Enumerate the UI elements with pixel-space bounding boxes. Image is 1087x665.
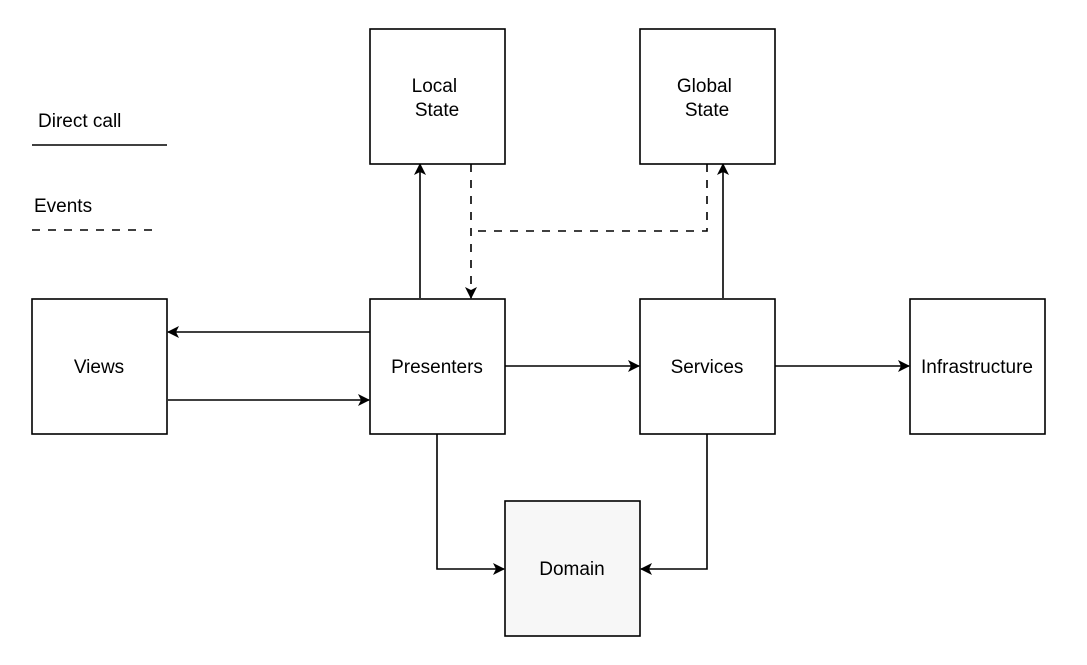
node-global-state-label-line1: Global bbox=[677, 76, 732, 97]
node-presenters-label: Presenters bbox=[391, 357, 483, 378]
edge-global-state-event bbox=[471, 164, 708, 232]
node-domain: Domain bbox=[504, 500, 641, 637]
node-global-state-label-line2: State bbox=[685, 100, 729, 121]
edge-services-to-domain bbox=[640, 434, 708, 575]
edges bbox=[167, 163, 910, 575]
node-views-label: Views bbox=[74, 357, 124, 378]
node-views: Views bbox=[31, 298, 168, 435]
svg-text:Local State: Local State bbox=[412, 76, 463, 121]
node-infrastructure-label: Infrastructure bbox=[921, 357, 1033, 378]
node-global-state: Global State bbox=[639, 28, 776, 165]
node-local-state: Local State bbox=[369, 28, 506, 165]
node-local-state-label-line2: State bbox=[415, 100, 459, 121]
node-infrastructure: Infrastructure bbox=[909, 298, 1046, 435]
node-presenters: Presenters bbox=[369, 298, 506, 435]
node-domain-label: Domain bbox=[539, 559, 604, 580]
node-services-label: Services bbox=[671, 357, 744, 378]
legend-direct-call-label: Direct call bbox=[38, 111, 121, 132]
node-services: Services bbox=[639, 298, 776, 435]
node-local-state-label-line1: Local bbox=[412, 76, 457, 97]
edge-presenters-to-domain bbox=[436, 434, 505, 575]
svg-text:Global State: Global State bbox=[677, 76, 737, 121]
legend-events-label: Events bbox=[34, 196, 92, 217]
legend: Direct call Events bbox=[32, 111, 167, 231]
